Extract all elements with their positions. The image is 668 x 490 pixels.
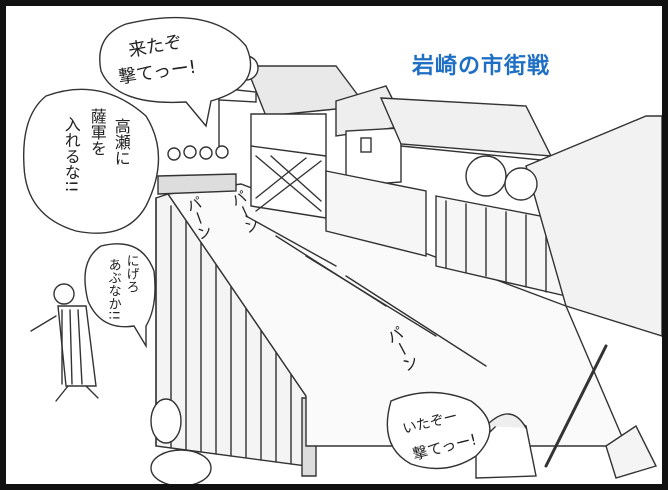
street-road — [166, 183, 628, 447]
storage-jars — [150, 398, 212, 484]
soldiers-at-barricade — [157, 145, 237, 195]
long-roof-building — [379, 97, 553, 162]
right-fence — [325, 170, 567, 297]
speech-bubble-left-col3: 入れるな!! — [61, 116, 81, 193]
speech-bubble-left-col2: 薩軍を — [87, 108, 107, 156]
rifleman-soldier — [475, 344, 657, 479]
speech-bubble-middle-col1: にげろ — [123, 254, 139, 293]
fleeing-townsman — [30, 283, 99, 402]
speech-bubble-outlines — [22, 16, 491, 470]
speech-bubble-middle-col2: あぶなか!! — [105, 258, 121, 321]
page-title: 岩崎の市街戦 — [412, 54, 551, 79]
thatched-house — [525, 115, 662, 337]
street-battle-illustration — [22, 16, 662, 484]
speech-bubble-left-col1: 高瀬に — [111, 118, 131, 166]
